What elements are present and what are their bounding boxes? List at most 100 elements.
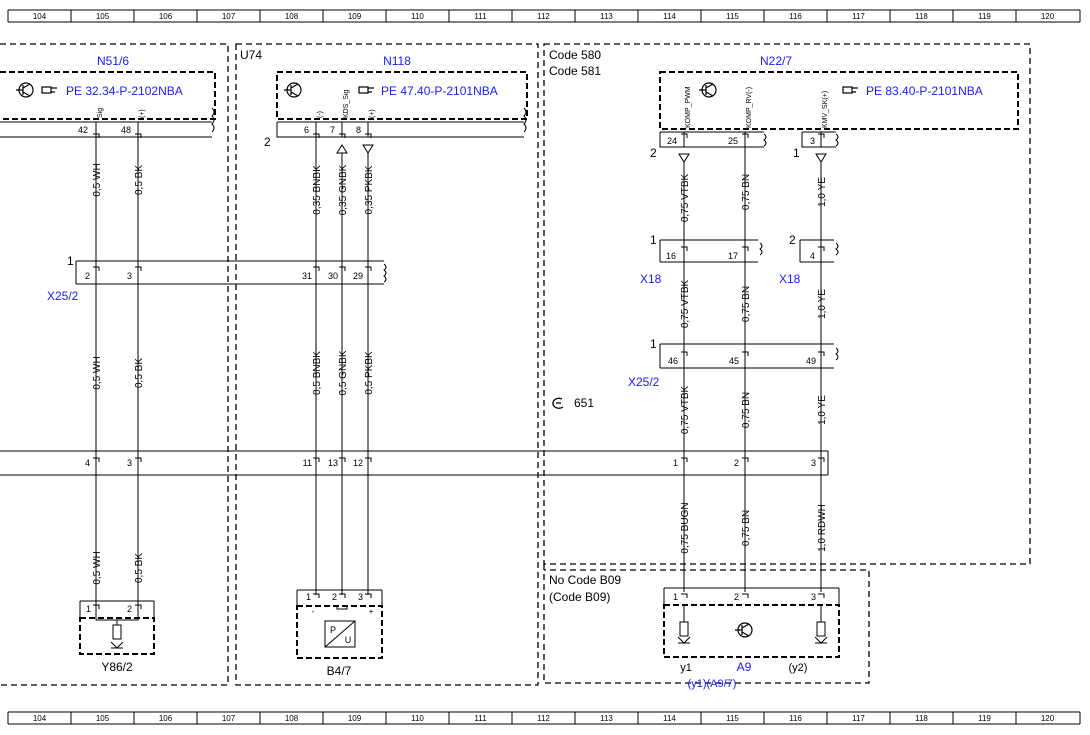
n118-signal-minus: (-) xyxy=(317,111,324,118)
grid-column-label: 110 xyxy=(411,12,424,21)
grid-column-label: 113 xyxy=(600,714,613,723)
grid-column-label: 119 xyxy=(978,12,991,21)
connector-x18-b: 2 4 X18 xyxy=(779,233,839,286)
transistor-icon xyxy=(699,82,717,98)
pin-terminal xyxy=(818,133,825,138)
n22-7-reference-link[interactable]: PE 83.40-P-2101NBA xyxy=(866,84,983,98)
n22-7-side-number-1: 1 xyxy=(793,146,800,160)
grid-column-label: 108 xyxy=(285,12,299,21)
wire-label: 0,75 VTBK xyxy=(680,173,691,222)
x25-2-top-name: X25/2 xyxy=(47,289,79,303)
wire-label: 0,5 WH xyxy=(92,163,103,196)
x25-2-pin-49: 49 xyxy=(806,356,816,366)
component-n22-7: N22/7 PE 83.40-P-2101NBA 24 25 3 KOMP_PW… xyxy=(650,54,1019,163)
grid-column-label: 115 xyxy=(726,12,739,21)
x25-2-mid-name: X25/2 xyxy=(628,375,660,389)
grid-column-label: 106 xyxy=(159,714,173,723)
b4-7-plus: + xyxy=(369,607,374,616)
grid-column-label: 111 xyxy=(474,12,487,21)
n22-7-pin-25: 25 xyxy=(728,136,738,146)
pin-terminal xyxy=(135,133,142,138)
pin-terminal xyxy=(818,246,825,251)
connector-bus: 4 3 11 13 12 1 2 3 xyxy=(0,450,829,476)
pin-terminal xyxy=(365,133,372,138)
grid-column-label: 118 xyxy=(915,714,928,723)
b4-7-name: B4/7 xyxy=(327,664,352,678)
x18-b-name: X18 xyxy=(779,272,801,286)
harness-ref-number: 651 xyxy=(574,396,594,410)
connector-x25-2-top: 1 X25/2 2 3 31 30 29 xyxy=(47,254,387,303)
pin-terminal xyxy=(313,593,320,598)
n51-6-pin-48: 48 xyxy=(121,125,131,135)
transistor-icon xyxy=(735,622,753,638)
connector-x25-2-mid: 1 46 45 49 X25/2 xyxy=(628,337,839,389)
solenoid-valve-icon xyxy=(677,605,691,644)
grid-column-label: 109 xyxy=(348,714,362,723)
a9-y2-label: (y2) xyxy=(789,662,808,674)
frame-code-b09 xyxy=(543,564,870,684)
n118-side-number: 2 xyxy=(264,135,271,149)
solenoid-valve-icon xyxy=(814,605,828,644)
component-y86-2: 1 2 Y86/2 xyxy=(79,600,155,674)
wire-label: 0,75 VTBK xyxy=(680,279,691,328)
component-n51-6: N51/6 PE 32.34-P-2102NBA 42 48 Sig (+) xyxy=(0,54,216,138)
pin-terminal xyxy=(818,457,825,462)
pin-terminal xyxy=(742,133,749,138)
n51-6-signal-sig: Sig xyxy=(97,108,104,118)
pin-terminal xyxy=(365,457,372,462)
grid-column-label: 110 xyxy=(411,714,424,723)
n118-signal-plus: (+) xyxy=(369,109,376,118)
n118-pin-6: 6 xyxy=(304,125,309,135)
pin-terminal xyxy=(93,457,100,462)
pin-terminal xyxy=(135,266,142,271)
n51-6-reference-link[interactable]: PE 32.34-P-2102NBA xyxy=(66,84,183,98)
pin-terminal xyxy=(313,457,320,462)
frame-left xyxy=(0,43,229,686)
n22-7-signal-pwm: KOMP_PWM xyxy=(685,86,692,128)
harness-reference: 651 xyxy=(552,396,594,410)
x18-a-pin-17: 17 xyxy=(728,251,738,261)
n22-7-pin-24: 24 xyxy=(667,136,677,146)
x18-b-pin-4: 4 xyxy=(810,251,815,261)
solenoid-valve-icon xyxy=(110,620,124,649)
group-code-580-label: Code 580 xyxy=(549,48,601,62)
pin-terminal xyxy=(313,133,320,138)
pin-terminal xyxy=(742,246,749,251)
pin-terminal xyxy=(681,133,688,138)
x25-2-pin-45: 45 xyxy=(729,356,739,366)
n118-reference-link[interactable]: PE 47.40-P-2101NBA xyxy=(381,84,498,98)
n118-name: N118 xyxy=(383,54,411,68)
pin-terminal xyxy=(135,604,142,609)
n22-7-pin-3: 3 xyxy=(810,136,815,146)
pin-terminal xyxy=(742,593,749,598)
bus-pin-1: 1 xyxy=(673,458,678,468)
wire-label: 0,5 BK xyxy=(134,358,145,388)
wire-set xyxy=(93,133,825,609)
n51-6-signal-plus: (+) xyxy=(139,109,146,118)
n118-signal-kds: KDS_Sig xyxy=(343,89,350,118)
wire-label: 0,5 WH xyxy=(92,551,103,584)
pin-terminal xyxy=(681,246,688,251)
grid-column-label: 114 xyxy=(663,714,676,723)
pin-terminal xyxy=(742,457,749,462)
pin-terminal xyxy=(681,457,688,462)
group-no-code-b09-label: No Code B09 xyxy=(549,573,621,587)
group-code-b09-label: (Code B09) xyxy=(549,590,610,604)
wire-label: 0,5 WH xyxy=(92,356,103,389)
svg-text:P: P xyxy=(330,625,336,635)
b4-7-minus: - xyxy=(312,607,315,616)
x25-2-pin-31: 31 xyxy=(302,271,312,281)
grid-column-label: 109 xyxy=(348,12,362,21)
wire-label: 0,75 BN xyxy=(741,510,752,546)
b4-7-pin-3: 3 xyxy=(358,592,363,602)
y86-2-name: Y86/2 xyxy=(101,660,133,674)
wire-label: 0,75 BN xyxy=(741,392,752,428)
wire-label: 0,35 BNBK xyxy=(312,165,323,215)
reference-hand-icon xyxy=(358,86,374,94)
grid-column-label: 117 xyxy=(852,12,865,21)
a9-pin-2: 2 xyxy=(734,592,739,602)
component-b4-7: 1 2 3 - + P U B4/7 xyxy=(296,589,383,678)
a9-pin-3: 3 xyxy=(811,592,816,602)
